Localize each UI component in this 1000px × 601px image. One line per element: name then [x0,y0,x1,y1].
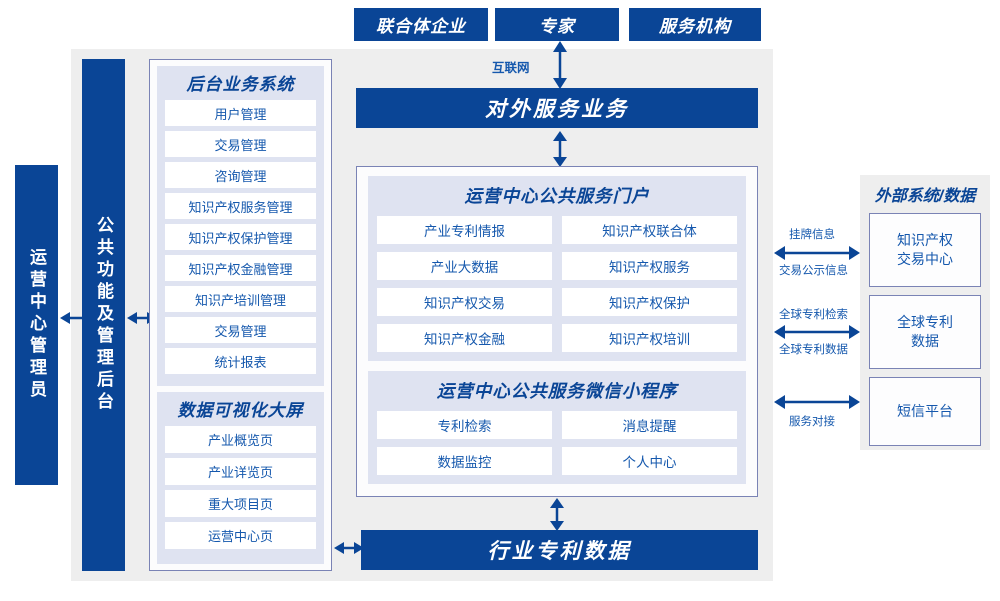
dataviz-item[interactable]: 产业概览页 [165,426,316,453]
portal-item[interactable]: 知识产权金融 [377,324,552,352]
actor-label: 专家 [539,17,575,36]
portal-item[interactable]: 产业专利情报 [377,216,552,244]
external-service-bar[interactable]: 对外服务业务 [356,88,758,128]
backoffice-title: 后台业务系统 [186,74,295,94]
external-item-line1: 短信平台 [897,403,953,420]
miniprogram-item[interactable]: 专利检索 [377,411,552,439]
rail-common-functions-backend[interactable]: 公共功能及管理后台 [82,59,125,571]
external-item-line1: 知识产权 [897,232,953,249]
connector-label-trade-disclosure: 交易公示信息 [779,265,848,277]
actor-box-consortium[interactable]: 联合体企业 [354,8,488,41]
external-item-line2: 数据 [911,333,939,349]
dataviz-title: 数据可视化大屏 [177,400,304,420]
external-item-sms-platform[interactable]: 短信平台 [869,377,981,446]
miniprogram-item[interactable]: 数据监控 [377,447,552,475]
connector-label-service-docking: 服务对接 [789,416,835,428]
portal-item[interactable]: 知识产权联合体 [562,216,737,244]
dataviz-panel: 数据可视化大屏 产业概览页 产业详览页 重大项目页 运营中心页 [157,392,324,564]
portal-item[interactable]: 知识产权服务 [562,252,737,280]
portal-item[interactable]: 知识产权交易 [377,288,552,316]
backoffice-panel: 后台业务系统 用户管理 交易管理 咨询管理 知识产权服务管理 知识产权保护管理 … [157,66,324,386]
external-item-ip-exchange[interactable]: 知识产权 交易中心 [869,213,981,287]
portal-item[interactable]: 产业大数据 [377,252,552,280]
miniprogram-item[interactable]: 消息提醒 [562,411,737,439]
external-item-global-patent-data[interactable]: 全球专利 数据 [869,295,981,369]
backoffice-item[interactable]: 交易管理 [165,317,316,343]
internet-arrow [553,41,567,89]
rail-label: 运营中心管理员 [27,248,46,402]
dataviz-item[interactable]: 产业详览页 [165,458,316,485]
portal-item[interactable]: 知识产权培训 [562,324,737,352]
modules-to-industry-data-arrow [334,542,364,554]
backoffice-item[interactable]: 交易管理 [165,131,316,157]
external-systems-panel: 外部系统/数据 知识产权 交易中心 全球专利 数据 短信平台 [860,175,990,450]
portal-title: 运营中心公共服务门户 [464,185,650,206]
external-item-line1: 全球专利 [897,314,953,331]
industry-patent-data-bar[interactable]: 行业专利数据 [361,530,758,570]
miniprogram-item[interactable]: 个人中心 [562,447,737,475]
miniprogram-title: 运营中心公共服务微信小程序 [436,380,678,401]
external-systems-title: 外部系统/数据 [874,188,976,205]
backoffice-item[interactable]: 用户管理 [165,100,316,126]
actor-label: 联合体企业 [376,17,466,36]
backoffice-item[interactable]: 知识产权金融管理 [165,255,316,281]
miniprogram-panel: 运营中心公共服务微信小程序 专利检索 消息提醒 数据监控 个人中心 [368,371,746,484]
rail-label: 公共功能及管理后台 [94,216,113,414]
external-connector-arrow-3 [774,395,860,409]
external-connector-arrow-2 [774,325,860,339]
backoffice-item[interactable]: 咨询管理 [165,162,316,188]
external-connector-arrow-1 [774,246,860,260]
portal-panel: 运营中心公共服务门户 产业专利情报 知识产权联合体 产业大数据 知识产权服务 知… [368,176,746,361]
portal-to-industry-data-arrow [550,498,564,531]
dataviz-item[interactable]: 运营中心页 [165,522,316,549]
backoffice-item[interactable]: 知识产权服务管理 [165,193,316,219]
service-to-portal-arrow [553,131,567,167]
external-item-line2: 交易中心 [897,251,953,267]
actor-box-expert[interactable]: 专家 [495,8,619,41]
industry-patent-data-label: 行业专利数据 [487,540,632,563]
actor-box-service-org[interactable]: 服务机构 [629,8,761,41]
connector-label-listing-info: 挂牌信息 [789,229,835,241]
backoffice-item[interactable]: 知识产培训管理 [165,286,316,312]
dataviz-item[interactable]: 重大项目页 [165,490,316,517]
connector-label-global-patent-data: 全球专利数据 [779,344,848,356]
portal-item[interactable]: 知识产权保护 [562,288,737,316]
connector-label-global-patent-search: 全球专利检索 [779,309,848,321]
internet-label: 互联网 [492,61,530,75]
external-service-label: 对外服务业务 [485,98,629,121]
rail-operation-center-admin[interactable]: 运营中心管理员 [15,165,58,485]
backoffice-item[interactable]: 知识产权保护管理 [165,224,316,250]
backoffice-item[interactable]: 统计报表 [165,348,316,374]
actor-label: 服务机构 [659,17,731,36]
